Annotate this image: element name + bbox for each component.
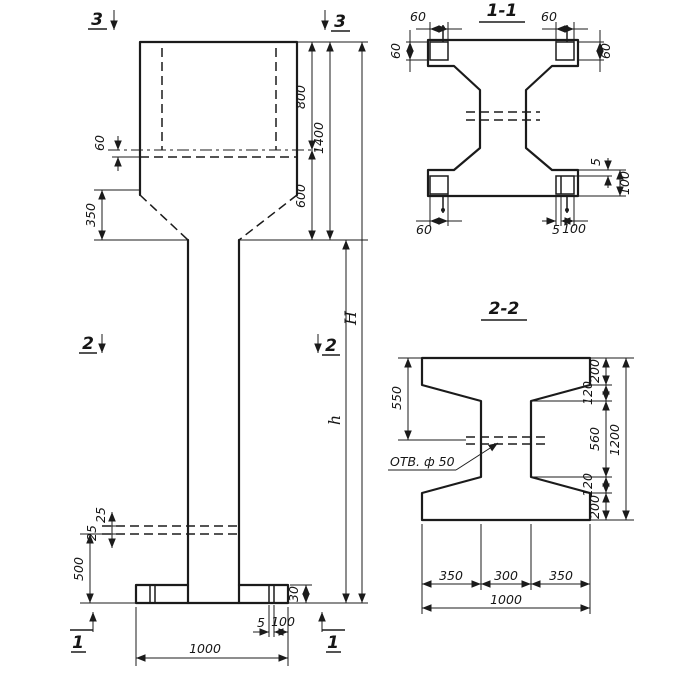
elevation-dimension-lines	[80, 41, 368, 666]
dim-560-web: 560	[587, 427, 602, 451]
dim-350-left: 350	[439, 568, 463, 583]
dim-600: 600	[293, 184, 308, 208]
section-marker-1-left: 1	[72, 633, 84, 653]
section-2-2-dimension-lines	[388, 357, 634, 614]
dim-100-bottom-right: 100	[562, 221, 586, 236]
dim-300-web: 300	[494, 568, 518, 583]
section-1-1: 1-1	[388, 1, 632, 237]
dim-1200-total: 1200	[607, 424, 622, 456]
dim-120-bottom: 120	[580, 473, 595, 497]
elevation-view: 800 600 1400 h H 60 350 25 25 500 30 5 1…	[70, 10, 368, 666]
dim-1000-total: 1000	[490, 592, 522, 607]
dim-1000-width: 1000	[189, 641, 221, 656]
section-1-1-embedded-plates	[429, 25, 575, 213]
section-2-2-outline	[420, 356, 592, 522]
section-1-1-dimension-lines	[406, 22, 626, 226]
dim-800: 800	[293, 85, 308, 109]
dim-1400: 1400	[311, 122, 326, 154]
section-2-2-title: 2-2	[489, 299, 520, 319]
column-base-outline	[134, 583, 290, 605]
dim-60-plate: 60	[92, 135, 107, 151]
dim-5-right: 5	[588, 158, 603, 166]
dim-H: H	[341, 310, 360, 326]
section-2-2-dimension-labels: 550 ОТВ. ф 50 200 120 560 120 200 1200 3…	[389, 359, 622, 607]
dim-5-bottom-right: 5	[552, 222, 560, 237]
elevation-dimension-labels: 800 600 1400 h H 60 350 25 25 500 30 5 1…	[71, 85, 360, 656]
section-marker-3-right: 3	[334, 12, 346, 32]
section-marker-2-right: 2	[325, 336, 337, 356]
column-outline	[134, 40, 299, 605]
dim-350-right: 350	[549, 568, 573, 583]
dim-h: h	[325, 415, 344, 425]
section-1-1-title: 1-1	[487, 1, 518, 21]
dim-200-bottom: 200	[587, 495, 602, 519]
column-hidden-lines	[102, 48, 320, 535]
dim-550-left: 550	[389, 386, 404, 410]
dim-500: 500	[71, 557, 86, 581]
dim-25-b: 25	[84, 525, 99, 541]
section-1-1-hidden-hole	[466, 111, 540, 121]
section-2-2: 2-2	[388, 299, 634, 614]
dim-100-right: 100	[617, 171, 632, 195]
dim-200-top: 200	[587, 359, 602, 383]
dim-60-top-right-height: 60	[598, 43, 613, 59]
column-head-outline	[138, 40, 299, 197]
dim-60-top-left-height: 60	[388, 43, 403, 59]
dim-25-a: 25	[93, 507, 108, 523]
section-2-2-hidden-hole	[466, 436, 546, 445]
dim-350-taper: 350	[83, 203, 98, 227]
dim-5-base: 5	[257, 615, 265, 630]
section-marker-1-right: 1	[327, 633, 339, 653]
dim-60-bottom-left: 60	[416, 222, 432, 237]
dim-60-top-left-width: 60	[410, 9, 426, 24]
section-marker-3-left: 3	[91, 10, 103, 30]
section-cut-markers: 3 3 2 2 1 1	[70, 10, 350, 653]
section-marker-2-left: 2	[82, 334, 94, 354]
section-1-1-dimension-labels: 60 60 60 60 60 5 100 5 100	[388, 9, 632, 237]
dim-120-top: 120	[580, 381, 595, 405]
dim-30-foot: 30	[286, 586, 301, 602]
dim-100-base: 100	[271, 614, 295, 629]
dim-60-top-right-width: 60	[541, 9, 557, 24]
hole-callout-label: ОТВ. ф 50	[390, 454, 455, 469]
section-1-1-outline	[426, 38, 580, 198]
